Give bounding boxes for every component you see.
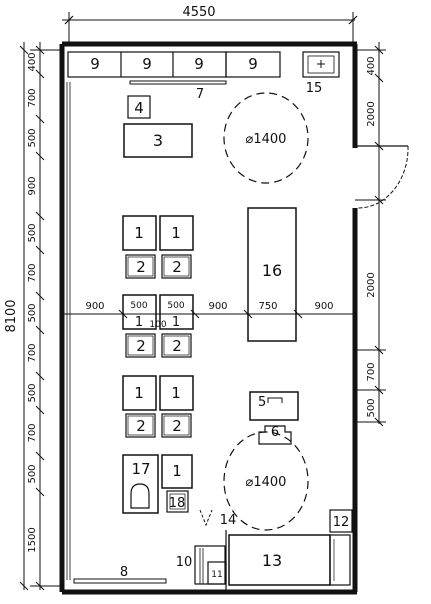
aisle-dimension: 900 900 750 900 (62, 301, 355, 319)
left-dim-7: 500 (27, 303, 38, 322)
label-9d: 9 (248, 55, 258, 73)
sink-15: 15 (302, 51, 340, 96)
items-5-6: 5 6 (249, 391, 299, 445)
board-7: 7 (129, 80, 227, 102)
aisle-dim-2: 900 (208, 301, 227, 312)
table-dim-500-a: 500 (130, 301, 147, 311)
label-2: 2 (172, 337, 182, 355)
label-9a: 9 (90, 55, 100, 73)
left-dim-4: 900 (27, 176, 38, 195)
label-1: 1 (172, 315, 180, 330)
label-1: 1 (171, 224, 181, 242)
label-14: 14 (220, 513, 237, 528)
label-16: 16 (262, 261, 282, 280)
student-group-1: 1 1 2 2 (122, 215, 194, 279)
shelf-8: 8 (73, 565, 167, 584)
left-dim-11: 500 (27, 464, 38, 483)
label-11: 11 (211, 570, 222, 580)
entrance-door (356, 145, 409, 209)
label-2: 2 (136, 258, 146, 276)
left-dim-5: 500 (27, 223, 38, 242)
aisle-dim-1: 900 (85, 301, 104, 312)
label-1: 1 (171, 384, 181, 402)
label-4: 4 (134, 99, 144, 117)
wall-cabinets: 9 9 9 9 (67, 51, 281, 78)
left-dim-6: 700 (27, 263, 38, 282)
student-group-2: 500 500 1 1 100 2 2 (122, 294, 194, 358)
student-group-3: 1 1 2 2 (122, 375, 194, 438)
label-1: 1 (135, 315, 143, 330)
label-12: 12 (333, 515, 350, 530)
counter-13: 13 (228, 534, 351, 586)
left-dimension-chain: 400 700 500 900 500 700 500 700 500 700 … (4, 42, 62, 591)
right-dim-3: 2000 (366, 272, 377, 297)
total-height-label: 8100 (4, 299, 19, 332)
left-dim-2: 700 (27, 88, 38, 107)
label-5: 5 (258, 395, 266, 410)
label-9c: 9 (194, 55, 204, 73)
long-table-16: 16 (247, 207, 297, 342)
right-dim-5: 500 (366, 398, 377, 417)
label-15: 15 (306, 81, 323, 96)
right-dim-1: 400 (366, 56, 377, 75)
items-10-11-14: 14 11 10 (176, 509, 237, 590)
left-dim-1: 400 (27, 52, 38, 71)
circle-bottom-label: ⌀1400 (246, 475, 287, 490)
left-dim-10: 700 (27, 423, 38, 442)
label-2: 2 (172, 258, 182, 276)
label-2: 2 (172, 417, 182, 435)
teacher-desk-area: 4 3 (123, 95, 193, 158)
circle-top-label: ⌀1400 (246, 132, 287, 147)
label-13: 13 (262, 551, 282, 570)
left-dim-12: 1500 (27, 527, 38, 552)
label-1: 1 (134, 384, 144, 402)
label-9b: 9 (142, 55, 152, 73)
room-walls (59, 41, 358, 595)
label-6: 6 (271, 425, 279, 440)
table-dim-750: 750 (258, 301, 277, 312)
table-dim-500-b: 500 (167, 301, 184, 311)
circle-zone-top: ⌀1400 (223, 92, 309, 184)
circle-zone-bottom: ⌀1400 (223, 431, 309, 531)
label-1: 1 (172, 462, 182, 480)
right-dimension-chain: 400 2000 2000 700 500 (355, 42, 386, 427)
label-17: 17 (131, 460, 150, 478)
right-dim-2: 2000 (366, 101, 377, 126)
label-1: 1 (134, 224, 144, 242)
label-8: 8 (120, 565, 128, 580)
label-2: 2 (136, 417, 146, 435)
label-10: 10 (176, 555, 193, 570)
left-dim-9: 500 (27, 383, 38, 402)
aisle-dim-3: 900 (314, 301, 333, 312)
label-18: 18 (169, 496, 186, 511)
top-width-label: 4550 (182, 5, 215, 20)
label-2: 2 (136, 337, 146, 355)
label-3: 3 (153, 131, 163, 150)
left-dim-8: 700 (27, 343, 38, 362)
item-12: 12 (329, 509, 353, 533)
left-dim-3: 500 (27, 128, 38, 147)
label-7: 7 (196, 87, 204, 102)
right-dim-4: 700 (366, 362, 377, 381)
table-gap-dim: 100 (149, 320, 166, 330)
bottom-left-items: 17 1 18 (122, 454, 193, 514)
top-dimension: 4550 (62, 5, 358, 42)
